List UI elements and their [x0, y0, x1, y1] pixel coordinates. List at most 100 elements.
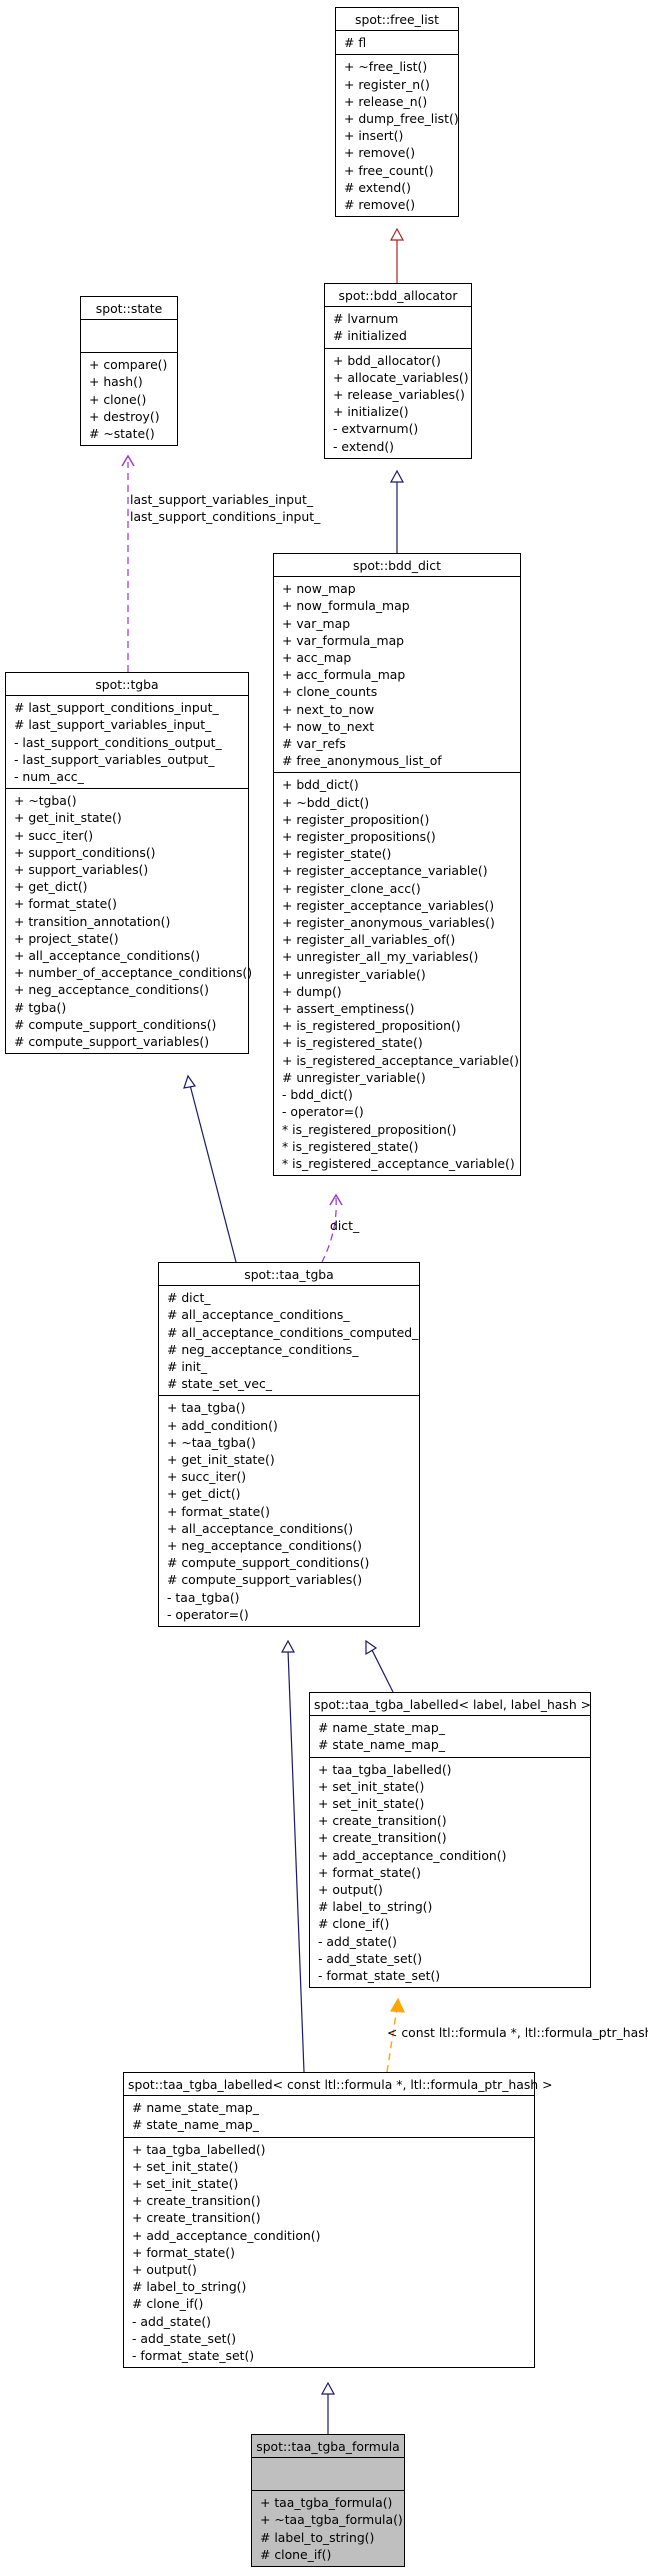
- class-taa-tgba-labelled-ltl[interactable]: spot::taa_tgba_labelled< const ltl::form…: [123, 2072, 552, 2369]
- class-method: + add_acceptance_condition(): [318, 1847, 507, 1863]
- class-state[interactable]: spot::state + compare()+ hash()+ clone()…: [80, 296, 178, 447]
- arrowhead-state: [121, 454, 135, 467]
- class-method: - format_state_set(): [132, 2348, 255, 2364]
- edge-ltl-taa-tgba: [287, 1649, 305, 2073]
- class-attribute: # state_name_map_: [318, 1737, 445, 1753]
- class-attribute: # init_: [167, 1359, 208, 1375]
- class-attribute: + now_map: [282, 581, 356, 597]
- class-attribute: # var_refs: [282, 736, 346, 752]
- class-method: + register_clone_acc(): [282, 880, 421, 896]
- edge-label-line: last_support_conditions_input_: [130, 509, 321, 524]
- arrowhead-taa-tgba-right: [365, 1639, 378, 1656]
- class-method: + set_init_state(): [318, 1778, 425, 1794]
- class-method: + register_all_variables_of(): [282, 932, 456, 948]
- class-method: + is_registered_acceptance_variable(): [282, 1052, 519, 1068]
- class-attribute: - last_support_conditions_output_: [14, 734, 222, 750]
- class-attribute: # free_anonymous_list_of: [282, 753, 442, 769]
- class-taa-tgba[interactable]: spot::taa_tgba # dict_# all_acceptance_c…: [158, 1262, 420, 1628]
- arrowhead-bdd-dict: [329, 1193, 343, 1206]
- methods-section: + taa_tgba_formula()+ ~taa_tgba_formula(…: [252, 2490, 404, 2566]
- class-method: + bdd_dict(): [282, 777, 359, 793]
- class-method: + hash(): [89, 374, 143, 390]
- class-method: + unregister_variable(): [282, 966, 426, 982]
- class-method: + set_init_state(): [132, 2176, 239, 2192]
- class-method: + ~taa_tgba(): [167, 1434, 256, 1450]
- class-method: + destroy(): [89, 408, 160, 424]
- class-attribute: + acc_map: [282, 650, 352, 666]
- class-bdd-dict[interactable]: spot::bdd_dict + now_map+ now_formula_ma…: [273, 553, 521, 1177]
- class-method: + neg_acceptance_conditions(): [167, 1538, 362, 1554]
- edge-label-dict: dict_: [330, 1217, 359, 1234]
- class-taa-tgba-formula[interactable]: spot::taa_tgba_formula + taa_tgba_formul…: [251, 2434, 405, 2568]
- class-method: - add_state(): [318, 1933, 397, 1949]
- class-method: * is_registered_proposition(): [282, 1121, 457, 1137]
- class-attribute: + acc_formula_map: [282, 667, 406, 683]
- class-attribute: + clone_counts: [282, 684, 378, 700]
- class-method: + format_state(): [14, 896, 117, 912]
- class-method: + clone(): [89, 391, 147, 407]
- arrowhead-free-list: [389, 227, 405, 241]
- class-method: + format_state(): [132, 2244, 235, 2260]
- class-name: spot::taa_tgba_formula: [256, 2439, 400, 2454]
- class-method: # clone_if(): [260, 2546, 332, 2562]
- class-method: # compute_support_conditions(): [167, 1555, 370, 1571]
- class-method: + taa_tgba_labelled(): [318, 1761, 452, 1777]
- class-method: + allocate_variables(): [333, 369, 469, 385]
- class-bdd-allocator[interactable]: spot::bdd_allocator # lvarnum# initializ…: [324, 283, 472, 459]
- edge-template-taa-tgba: [371, 1649, 394, 1693]
- class-method: + bdd_allocator(): [333, 352, 441, 368]
- class-method: + get_init_state(): [14, 810, 122, 826]
- methods-section: + taa_tgba()+ add_condition()+ ~taa_tgba…: [159, 1395, 419, 1626]
- attributes-section: # fl: [336, 30, 458, 54]
- class-method: + get_dict(): [167, 1486, 241, 1502]
- class-taa-tgba-labelled-template[interactable]: spot::taa_tgba_labelled< label, label_ha…: [309, 1692, 591, 1989]
- class-attribute: # state_name_map_: [132, 2117, 259, 2133]
- class-method: + register_anonymous_variables(): [282, 915, 495, 931]
- class-free-list[interactable]: spot::free_list # fl + ~free_list()+ reg…: [335, 7, 459, 218]
- class-method: + get_dict(): [14, 879, 88, 895]
- edge-label-template-binding: < const ltl::formula *, ltl::formula_ptr…: [387, 2024, 648, 2041]
- class-attribute: + now_to_next: [282, 718, 375, 734]
- methods-section: + ~free_list()+ register_n()+ release_n(…: [336, 54, 459, 216]
- class-method: + taa_tgba_formula(): [260, 2495, 393, 2511]
- class-attribute: # name_state_map_: [132, 2100, 259, 2116]
- class-method: + create_transition(): [318, 1830, 447, 1846]
- class-method: + transition_annotation(): [14, 913, 171, 929]
- class-attribute: # lvarnum: [333, 311, 399, 327]
- methods-section: + taa_tgba_labelled()+ set_init_state() +…: [310, 1756, 590, 1988]
- class-method: - extvarnum(): [333, 421, 419, 437]
- class-method: + register_propositions(): [282, 829, 436, 845]
- class-name: spot::taa_tgba: [244, 1267, 334, 1282]
- class-method: + add_acceptance_condition(): [132, 2227, 321, 2243]
- class-method: - add_state_set(): [318, 1950, 423, 1966]
- arrowhead-bdd-allocator: [389, 469, 405, 483]
- class-method: + taa_tgba(): [167, 1400, 246, 1416]
- class-method: + ~taa_tgba_formula(): [260, 2512, 403, 2528]
- class-method: + compare(): [89, 357, 168, 373]
- arrowhead-tgba: [183, 1074, 197, 1089]
- class-method: + output(): [318, 1882, 383, 1898]
- class-attribute: # initialized: [333, 328, 407, 344]
- class-method: - taa_tgba(): [167, 1589, 240, 1605]
- arrowhead-template: [389, 1997, 405, 2013]
- class-method: + project_state(): [14, 930, 119, 946]
- class-method: - add_state_set(): [132, 2330, 237, 2346]
- class-attribute: # all_acceptance_conditions_: [167, 1307, 350, 1323]
- class-tgba[interactable]: spot::tgba # last_support_conditions_inp…: [5, 672, 252, 1055]
- arrowhead-taa-tgba-left: [280, 1639, 296, 1653]
- class-attribute: # last_support_variables_input_: [14, 717, 212, 733]
- class-method: + assert_emptiness(): [282, 1001, 415, 1017]
- edge-label-state-tgba: last_support_variables_input_ last_suppo…: [130, 491, 320, 525]
- class-attribute: # all_acceptance_conditions_computed_: [167, 1324, 419, 1340]
- class-method: # compute_support_variables(): [14, 1034, 210, 1050]
- class-method: + succ_iter(): [14, 827, 94, 843]
- class-attribute: - last_support_variables_output_: [14, 751, 215, 767]
- class-method: + format_state(): [318, 1864, 421, 1880]
- class-attribute: # dict_: [167, 1290, 211, 1306]
- class-method: + initialize(): [333, 404, 409, 420]
- class-name: spot::free_list: [355, 12, 439, 27]
- class-name: spot::state: [95, 301, 163, 316]
- class-name: spot::bdd_allocator: [338, 288, 458, 303]
- class-method: + insert(): [344, 128, 404, 144]
